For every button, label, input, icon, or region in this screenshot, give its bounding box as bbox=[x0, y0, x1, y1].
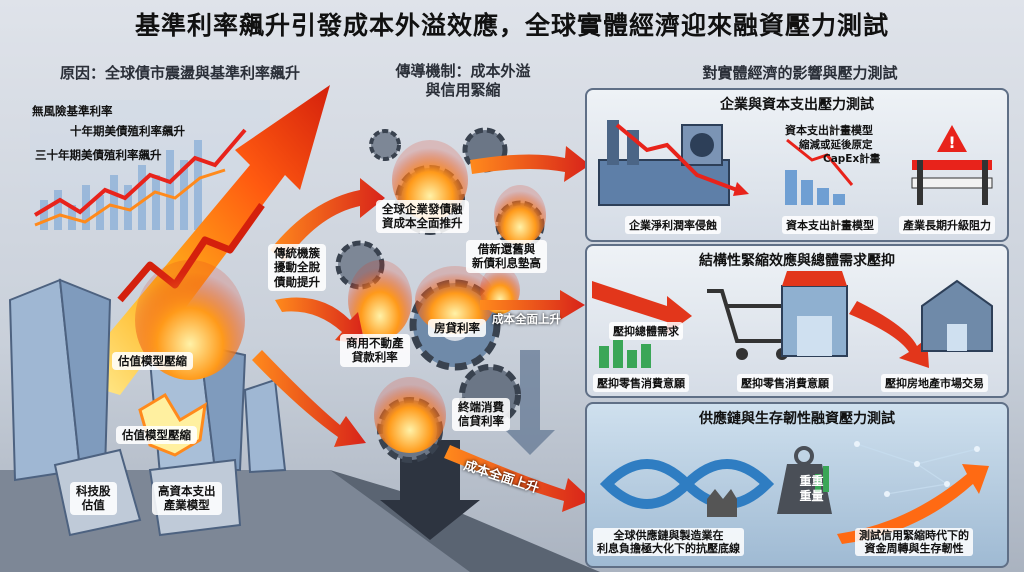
cre-line-1: 商用不動產 bbox=[346, 336, 404, 350]
suppress-demand-label: 壓抑總體需求 bbox=[609, 322, 683, 340]
panel-supply-chain-stress: 供應鏈與生存韌性融資壓力測試 重重 重量 全球供應鏈與製 bbox=[585, 402, 1009, 568]
caption-capex-model: 資本支出計畫模型 bbox=[782, 216, 878, 234]
panel-capex-title: 企業與資本支出壓力測試 bbox=[720, 97, 874, 113]
tech-line-2: 估值 bbox=[81, 498, 105, 513]
supply-caption-line-1: 全球供應鏈與製造業在 bbox=[613, 529, 724, 542]
consumer-line-1: 終端消費 bbox=[458, 400, 504, 414]
valuation-compress-label-1: 估值模型壓縮 bbox=[112, 352, 193, 371]
panel-capex-stress: 企業與資本支出壓力測試 ! 資本支出計畫模型 縮減或延後原定 CapEx計畫 企… bbox=[585, 88, 1009, 242]
panel-demand-title: 結構性緊縮效應與總體需求壓抑 bbox=[699, 253, 895, 269]
weight-line-2: 重量 bbox=[799, 489, 824, 503]
legend-30y: 三十年期美債殖利率飆升 bbox=[35, 148, 162, 162]
cost-up-label-1: 成本全面上升 bbox=[492, 312, 561, 326]
panel-demand-stress: 結構性緊縮效應與總體需求壓抑 壓抑總體需求 壓抑零售消費意願 壓抑零售消費意願 … bbox=[585, 244, 1009, 398]
volatility-label: 傳統機簇 擾動全脫 債勛提升 bbox=[268, 244, 326, 292]
corp-cost-line-2: 資成本全面推升 bbox=[382, 216, 463, 231]
middle-heading-line-2: 與信用緊縮 bbox=[425, 80, 501, 99]
corp-cost-line-1: 全球企業發債融 bbox=[382, 202, 463, 216]
legend-10y: 十年期美債殖利率飆升 bbox=[70, 124, 185, 138]
capex-note-3: CapEx計畫 bbox=[823, 153, 881, 165]
caption-supply-chain: 全球供應鏈與製造業在 利息負擔極大化下的抗壓底線 bbox=[593, 528, 744, 557]
caption-retail-1: 壓抑零售消費意願 bbox=[593, 374, 689, 392]
weight-line-1: 重重 bbox=[799, 474, 824, 488]
refi-line-2: 新債利息墊高 bbox=[472, 256, 541, 271]
panel-supply-art bbox=[599, 441, 989, 544]
capex-model-label: 高資本支出 產業模型 bbox=[152, 482, 222, 515]
caption-retail-2: 壓抑零售消費意願 bbox=[737, 374, 833, 392]
left-heading: 原因：全球債市震盪與基準利率飆升 bbox=[59, 64, 300, 82]
down-arrow bbox=[380, 440, 480, 540]
flow-arrows bbox=[252, 146, 592, 512]
caption-profit-erosion: 企業淨利潤率侵蝕 bbox=[625, 216, 721, 234]
legend-risk-free: 無風險基準利率 bbox=[32, 104, 113, 118]
middle-heading: 傳導機制：成本外溢 與信用緊縮 bbox=[368, 62, 558, 100]
right-heading: 對實體經濟的影響與壓力測試 bbox=[702, 64, 898, 82]
cre-line-2: 貸款利率 bbox=[351, 350, 398, 365]
rising-rate-arrow bbox=[70, 85, 330, 395]
mortgage-label: 房貸利率 bbox=[428, 319, 486, 338]
weight-label: 重重 重量 bbox=[784, 474, 839, 504]
volatility-line-3: 債勛提升 bbox=[274, 274, 320, 289]
panel-capex-art: ! bbox=[598, 120, 993, 206]
corp-cost-label: 全球企業發債融 資成本全面推升 bbox=[376, 200, 469, 233]
capex-line-1: 高資本支出 bbox=[158, 484, 216, 498]
panel-demand-art bbox=[592, 271, 993, 368]
capex-line-2: 產業模型 bbox=[163, 498, 210, 513]
consumer-line-2: 信貸利率 bbox=[458, 414, 504, 429]
svg-text:!: ! bbox=[948, 133, 955, 152]
refinancing-label: 借新還舊與 新債利息墊高 bbox=[466, 240, 547, 273]
caption-resilience: 測試信用緊縮時代下的 資金周轉與生存韌性 bbox=[855, 528, 973, 557]
flames bbox=[135, 140, 546, 453]
supply-caption-line-2: 利息負擔極大化下的抗壓底線 bbox=[597, 542, 740, 556]
caption-upgrade-resistance: 產業長期升級阻力 bbox=[899, 216, 995, 234]
volatility-line-1: 傳統機簇 bbox=[274, 246, 320, 260]
caption-real-estate: 壓抑房地產市場交易 bbox=[881, 374, 988, 392]
middle-heading-line-1: 傳導機制：成本外溢 bbox=[395, 62, 531, 80]
valuation-compress-label-2: 估值模型壓縮 bbox=[116, 426, 197, 445]
resilience-caption-line-2: 資金周轉與生存韌性 bbox=[864, 542, 964, 556]
down-arrow-small bbox=[505, 350, 555, 455]
page-title: 基準利率飆升引發成本外溢效應，全球實體經濟迎來融資壓力測試 bbox=[134, 11, 889, 40]
resilience-caption-line-1: 測試信用緊縮時代下的 bbox=[859, 529, 969, 542]
refi-line-1: 借新還舊與 bbox=[477, 242, 536, 256]
capex-note-2: 縮減或延後原定 bbox=[799, 139, 873, 151]
panel-supply-title: 供應鏈與生存韌性融資壓力測試 bbox=[699, 411, 895, 427]
ground-shadow bbox=[330, 470, 600, 572]
tech-line-1: 科技股 bbox=[76, 484, 111, 498]
consumer-credit-label: 終端消費 信貸利率 bbox=[452, 398, 510, 431]
tech-valuation-label: 科技股 估值 bbox=[70, 482, 117, 515]
capex-note-1: 資本支出計畫模型 bbox=[785, 124, 873, 137]
volatility-line-2: 擾動全脫 bbox=[274, 260, 320, 275]
cre-loan-label: 商用不動產 貸款利率 bbox=[340, 334, 410, 367]
